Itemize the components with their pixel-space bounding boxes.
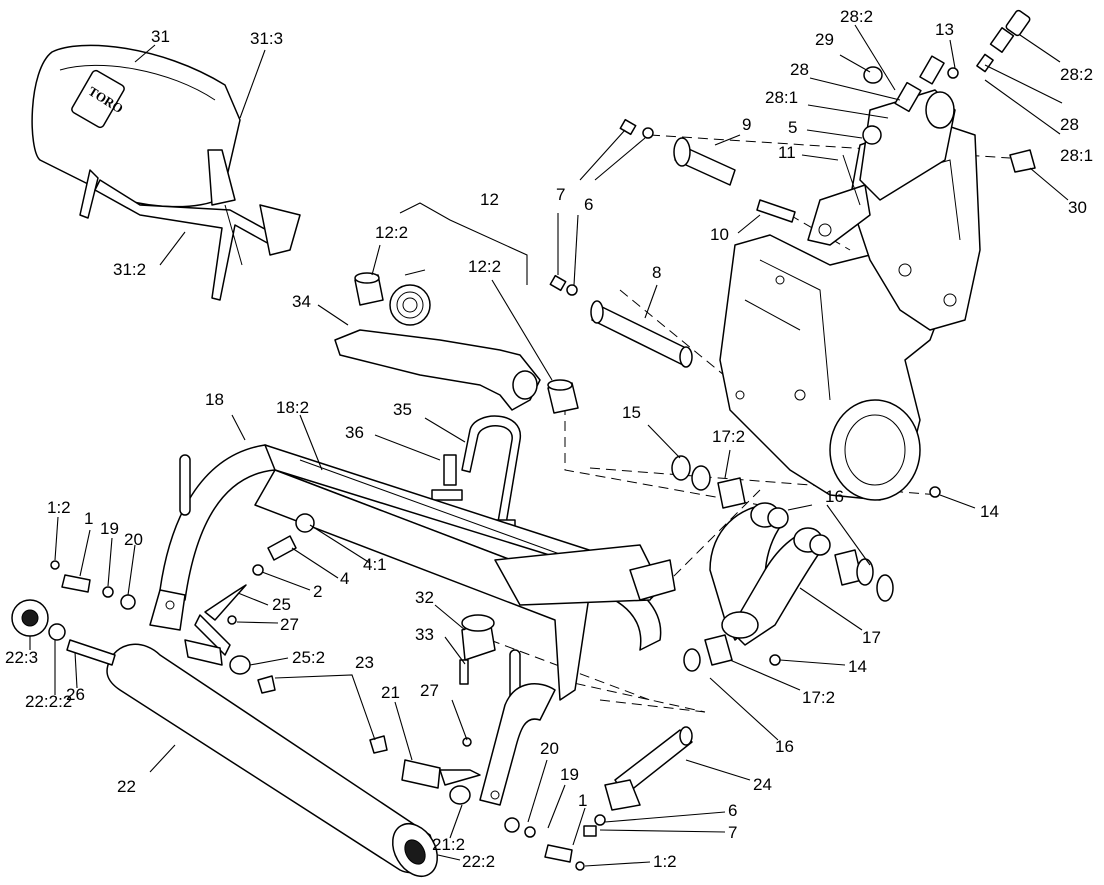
callout-28-1a: 28:1 bbox=[765, 88, 798, 107]
roller bbox=[11, 599, 439, 877]
weight bbox=[459, 614, 496, 685]
callout-6a: 6 bbox=[584, 195, 593, 214]
roller-frame bbox=[149, 444, 676, 806]
callout-24: 24 bbox=[753, 775, 772, 794]
callout-1a: 1 bbox=[84, 509, 93, 528]
callout-27a: 27 bbox=[280, 615, 299, 634]
callout-7a: 7 bbox=[556, 185, 565, 204]
callout-22-3: 22:3 bbox=[5, 648, 38, 667]
callout-12-2a: 12:2 bbox=[375, 223, 408, 242]
pivot-housing bbox=[719, 119, 981, 501]
callout-15: 15 bbox=[622, 403, 641, 422]
callout-21-2: 21:2 bbox=[432, 835, 465, 854]
callout-22-2-2: 22:2:2 bbox=[25, 692, 72, 711]
callout-28-2b: 28:2 bbox=[1060, 65, 1093, 84]
callout-17-2b: 17:2 bbox=[802, 688, 835, 707]
callout-12: 12 bbox=[480, 190, 499, 209]
callout-20a: 20 bbox=[124, 530, 143, 549]
grass-bag: TORO bbox=[31, 44, 301, 301]
callout-2: 2 bbox=[313, 582, 322, 601]
callout-4: 4 bbox=[340, 569, 349, 588]
callout-28b: 28 bbox=[1060, 115, 1079, 134]
callout-31-2: 31:2 bbox=[113, 260, 146, 279]
pins bbox=[549, 118, 796, 368]
callout-6c: 6 bbox=[728, 801, 737, 820]
callout-17: 17 bbox=[862, 628, 881, 647]
callout-21: 21 bbox=[381, 683, 400, 702]
callout-20b: 20 bbox=[540, 739, 559, 758]
pin-24 bbox=[583, 726, 693, 837]
callout-10: 10 bbox=[710, 225, 729, 244]
callout-13: 13 bbox=[935, 20, 954, 39]
callout-12-2b: 12:2 bbox=[468, 257, 501, 276]
callout-1-2a: 1:2 bbox=[47, 498, 71, 517]
callout-7c: 7 bbox=[728, 823, 737, 842]
callout-14a: 14 bbox=[980, 502, 999, 521]
callout-5: 5 bbox=[788, 118, 797, 137]
scraper-rod bbox=[184, 584, 481, 805]
callout-1b: 1 bbox=[578, 791, 587, 810]
callout-31: 31 bbox=[151, 27, 170, 46]
callout-36: 36 bbox=[345, 423, 364, 442]
callout-35: 35 bbox=[393, 400, 412, 419]
callout-22: 22 bbox=[117, 777, 136, 796]
callout-27b: 27 bbox=[420, 681, 439, 700]
callout-25-2: 25:2 bbox=[292, 648, 325, 667]
lever-arm bbox=[334, 269, 579, 414]
callout-33: 33 bbox=[415, 625, 434, 644]
callout-31-3: 31:3 bbox=[250, 29, 283, 48]
callout-23: 23 bbox=[355, 653, 374, 672]
callout-14b: 14 bbox=[848, 657, 867, 676]
callout-18: 18 bbox=[205, 390, 224, 409]
callout-28-1b: 28:1 bbox=[1060, 146, 1093, 165]
callout-28-2a: 28:2 bbox=[840, 7, 873, 26]
side-arms bbox=[671, 455, 941, 672]
callout-18-2: 18:2 bbox=[276, 398, 309, 417]
callout-16b: 16 bbox=[775, 737, 794, 756]
callout-17-2a: 17:2 bbox=[712, 427, 745, 446]
callout-1-2b: 1:2 bbox=[653, 852, 677, 871]
callout-8: 8 bbox=[652, 263, 661, 282]
fittings bbox=[50, 513, 585, 871]
callout-28a: 28 bbox=[790, 60, 809, 79]
callout-9: 9 bbox=[742, 115, 751, 134]
leader-lines bbox=[29, 24, 1069, 867]
callout-4-1: 4:1 bbox=[363, 555, 387, 574]
callout-29: 29 bbox=[815, 30, 834, 49]
callout-25: 25 bbox=[272, 595, 291, 614]
callout-34: 34 bbox=[292, 292, 311, 311]
callout-11: 11 bbox=[778, 143, 796, 162]
callout-22-2: 22:2 bbox=[462, 852, 495, 871]
callout-19b: 19 bbox=[560, 765, 579, 784]
callout-32: 32 bbox=[415, 588, 434, 607]
callout-26: 26 bbox=[66, 685, 85, 704]
callout-19a: 19 bbox=[100, 519, 119, 538]
callout-30: 30 bbox=[1068, 198, 1087, 217]
callout-labels: 31 31:3 31:2 12 12:2 12:2 34 7 6 9 7 6 8… bbox=[5, 7, 1093, 871]
callout-16a: 16 bbox=[825, 487, 844, 506]
